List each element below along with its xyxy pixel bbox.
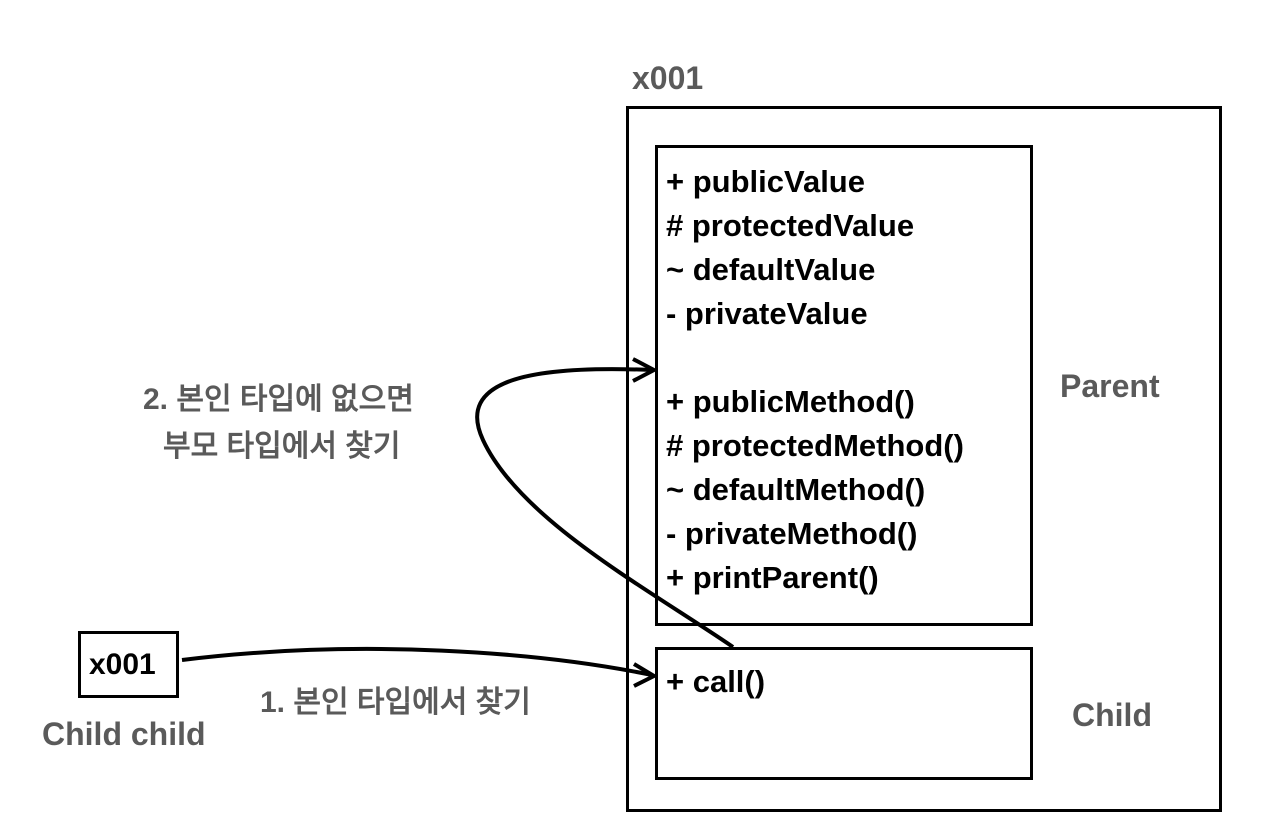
object-address-label: x001: [632, 60, 704, 96]
parent-field: - privateValue: [666, 296, 868, 331]
step1-annotation: 1. 본인 타입에서 찾기: [260, 686, 531, 719]
parent-method: - privateMethod(): [666, 516, 918, 551]
child-member-list: + call(): [666, 660, 765, 704]
child-class-box: + call(): [655, 647, 1033, 780]
parent-class-label: Parent: [1060, 368, 1160, 404]
step2-arrowhead: [632, 357, 656, 383]
parent-method: + printParent(): [666, 560, 879, 595]
step2-arrow: [475, 367, 735, 649]
parent-method: # protectedMethod(): [666, 428, 964, 463]
reference-declaration: Child child: [42, 716, 206, 752]
step1-arrowhead: [632, 662, 656, 688]
parent-field: ~ defaultValue: [666, 252, 876, 287]
child-class-label: Child: [1072, 697, 1152, 733]
step2-annotation-line1: 2. 본인 타입에 없으면: [143, 383, 414, 416]
parent-method: ~ defaultMethod(): [666, 472, 926, 507]
parent-field: + publicValue: [666, 164, 865, 199]
step1-arrow: [181, 646, 653, 677]
step2-annotation-line2: 부모 타입에서 찾기: [163, 430, 401, 463]
parent-field: # protectedValue: [666, 208, 915, 243]
parent-method: + publicMethod(): [666, 384, 915, 419]
parent-member-list: + publicValue # protectedValue ~ default…: [666, 160, 964, 600]
object-box: [626, 106, 1222, 812]
reference-value-box: x001: [78, 631, 179, 698]
reference-value: x001: [89, 648, 156, 681]
parent-class-box: + publicValue # protectedValue ~ default…: [655, 145, 1033, 626]
child-method: + call(): [666, 664, 766, 699]
